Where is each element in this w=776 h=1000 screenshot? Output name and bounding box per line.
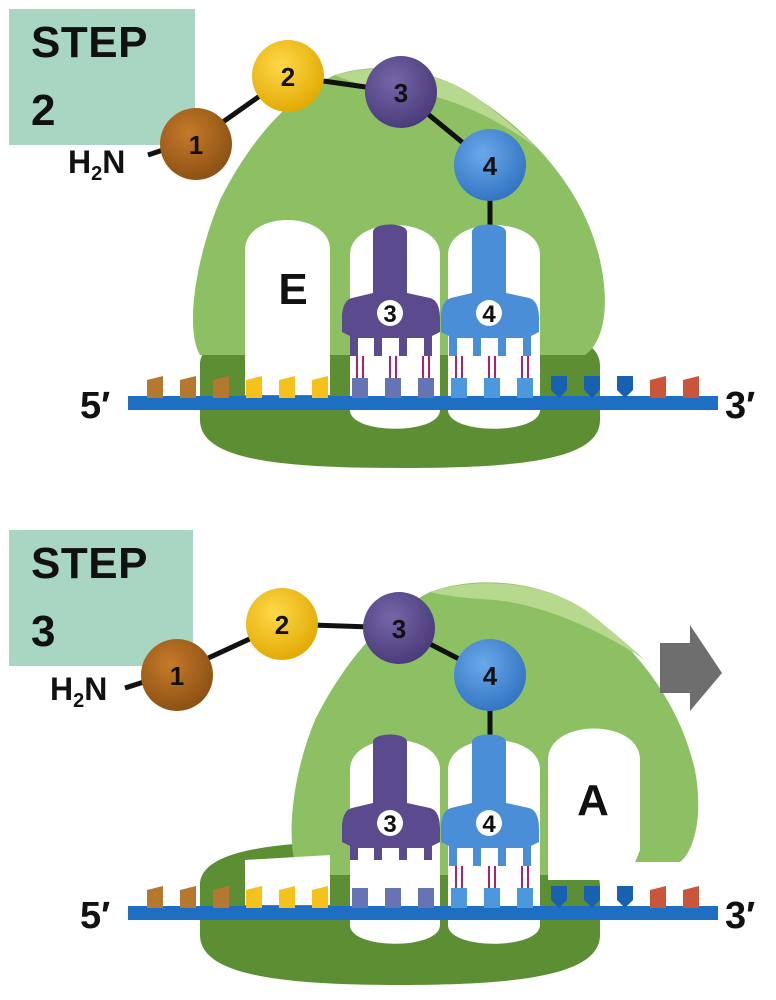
e-site-label: E: [278, 265, 307, 314]
svg-text:1: 1: [170, 661, 184, 691]
e-site-cavity: [245, 220, 330, 395]
base-pair-lines: [356, 356, 529, 378]
trna-4: 4: [441, 224, 539, 356]
svg-text:3: 3: [394, 78, 408, 108]
mrna-codons: [147, 376, 699, 398]
amino-acid-4: 4: [454, 129, 526, 201]
amino-acid-2: 2: [252, 40, 324, 112]
mrna-5-prime-label: 5′: [80, 385, 110, 427]
n-terminus-label: H2N: [68, 144, 125, 185]
base-pair-lines: [455, 866, 529, 888]
n-terminus-label: H2N: [50, 671, 107, 712]
a-site-cavity: [548, 728, 640, 880]
svg-text:3: 3: [392, 614, 406, 644]
amino-acid-1: 1: [141, 639, 213, 711]
a-site-label: A: [577, 776, 609, 825]
step-2-label: STEP 2: [9, 9, 195, 145]
svg-text:2: 2: [275, 610, 289, 640]
amino-acid-2: 2: [246, 588, 318, 660]
trna-3: 3: [342, 224, 440, 356]
mrna-codons: [147, 886, 699, 908]
mrna-strand: [128, 396, 718, 410]
trna-4-label: 4: [482, 301, 496, 328]
amino-acid-4: 4: [454, 639, 526, 711]
svg-text:4: 4: [483, 661, 498, 691]
trna-3: 3: [342, 734, 440, 860]
arrow-right-icon: [660, 625, 722, 711]
amino-acid-3: 3: [365, 56, 437, 128]
trna-4-label: 4: [482, 811, 496, 838]
step-2-panel: 3 4 1 2 3 4 H2N E 5′ 3′: [68, 40, 755, 468]
mrna-3-prime-label: 3′: [725, 895, 755, 937]
mrna-5-prime-label: 5′: [80, 895, 110, 937]
svg-text:2: 2: [281, 62, 295, 92]
trna-3-label: 3: [383, 811, 396, 838]
step-3-panel: 3 4 1 2 3 4 H2N A 5′ 3′: [50, 582, 755, 985]
svg-text:4: 4: [483, 151, 498, 181]
trna-4: 4: [441, 734, 539, 866]
mrna-strand: [128, 906, 718, 920]
svg-text:1: 1: [189, 130, 203, 160]
amino-acid-1: 1: [160, 108, 232, 180]
amino-acid-3: 3: [363, 592, 435, 664]
trna-3-label: 3: [383, 301, 396, 328]
mrna-3-prime-label: 3′: [725, 385, 755, 427]
